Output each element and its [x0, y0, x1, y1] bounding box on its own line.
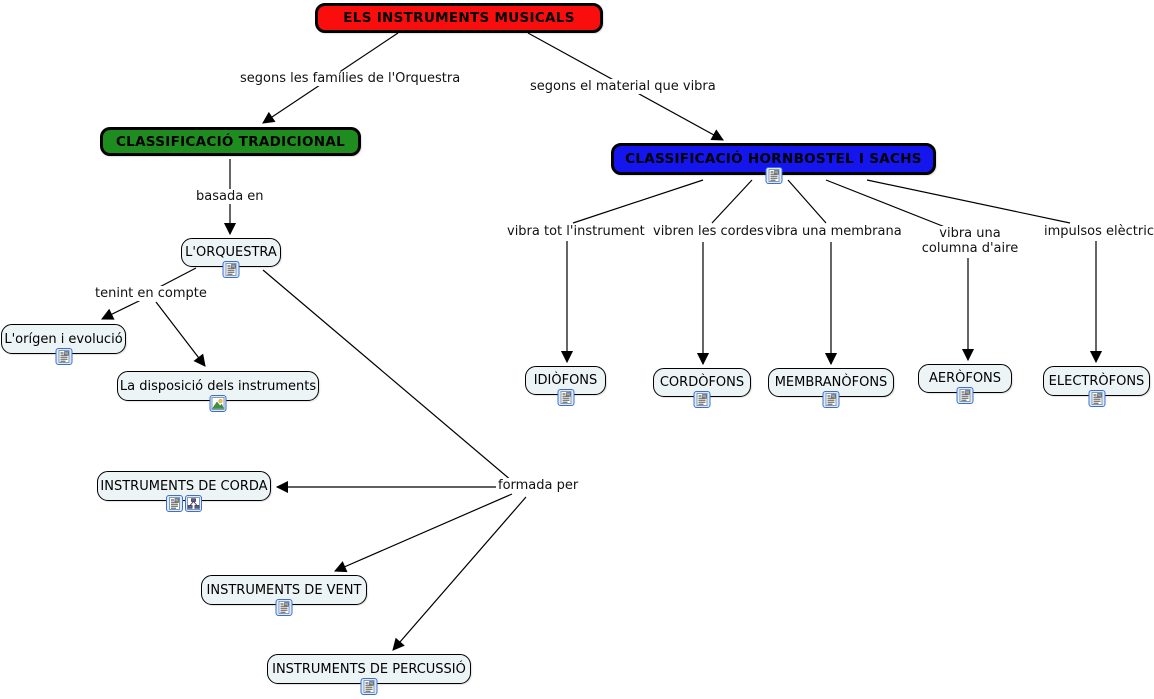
node-label: INSTRUMENTS DE PERCUSSIÓ: [272, 661, 466, 677]
connector: [787, 179, 827, 224]
text-document-resource-icon[interactable]: [823, 391, 840, 408]
node-classificacio-tradicional[interactable]: CLASSIFICACIÓ TRADICIONAL: [100, 127, 361, 156]
node-cordofons[interactable]: CORDÒFONS: [653, 368, 751, 397]
linking-phrase-vibra-columna[interactable]: vibra una columna d'aire: [911, 226, 1029, 256]
node-label: ELS INSTRUMENTS MUSICALS: [343, 10, 575, 26]
connector: [262, 269, 513, 482]
node-orquestra[interactable]: L'ORQUESTRA: [181, 238, 281, 267]
text-document-resource-icon[interactable]: [557, 389, 574, 406]
node-label: ELECTRÒFONS: [1048, 373, 1145, 389]
node-instruments-de-corda[interactable]: INSTRUMENTS DE CORDA: [97, 471, 271, 501]
node-disposicio-instruments[interactable]: La disposició dels instruments: [117, 371, 319, 401]
node-instruments-de-percussio[interactable]: INSTRUMENTS DE PERCUSSIÓ: [267, 654, 471, 684]
linking-phrase-tenint-en-compte[interactable]: tenint en compte: [93, 286, 207, 301]
node-idiofons[interactable]: IDIÒFONS: [525, 366, 606, 395]
linking-phrase-vibra-tot[interactable]: vibra tot l'instrument: [505, 224, 645, 239]
node-label: AERÒFONS: [928, 371, 1002, 386]
node-label: CLASSIFICACIÓ TRADICIONAL: [115, 133, 346, 150]
node-label: MEMBRANÒFONS: [774, 375, 888, 390]
image-resource-icon[interactable]: [210, 395, 227, 412]
text-document-resource-icon[interactable]: [166, 495, 183, 512]
node-label: L'ORQUESTRA: [185, 245, 277, 260]
text-document-resource-icon[interactable]: [361, 678, 378, 695]
text-document-resource-icon[interactable]: [223, 261, 240, 278]
connector: [866, 179, 1071, 224]
node-label: La disposició dels instruments: [119, 378, 317, 394]
connector: [825, 179, 951, 230]
linking-phrase-basada-en[interactable]: basada en: [194, 189, 264, 204]
connector: [572, 179, 704, 224]
connector: [155, 301, 206, 367]
linking-phrase-vibra-membrana[interactable]: vibra una membrana: [763, 224, 902, 239]
node-origen-evolucio[interactable]: L'orígen i evolució: [1, 324, 126, 354]
node-label: CORDÒFONS: [659, 375, 745, 390]
node-label: INSTRUMENTS DE CORDA: [100, 478, 268, 494]
node-label: L'orígen i evolució: [4, 331, 123, 347]
text-document-resource-icon[interactable]: [957, 387, 974, 404]
text-document-resource-icon[interactable]: [694, 391, 711, 408]
linking-phrase-families[interactable]: segons les famílies de l'Orquestra: [238, 71, 461, 86]
node-classificacio-hornbostel-sachs[interactable]: CLASSIFICACIÓ HORNBOSTEL I SACHS: [611, 143, 936, 175]
node-els-instruments-musicals[interactable]: ELS INSTRUMENTS MUSICALS: [315, 3, 603, 33]
text-document-resource-icon[interactable]: [276, 599, 293, 616]
linking-phrase-vibren-cordes[interactable]: vibren les cordes: [651, 224, 764, 239]
node-label: IDIÒFONS: [533, 373, 598, 388]
node-membranofons[interactable]: MEMBRANÒFONS: [768, 368, 894, 397]
node-label: INSTRUMENTS DE VENT: [206, 582, 362, 598]
linking-phrase-formada-per[interactable]: formada per: [496, 478, 580, 493]
connector: [101, 299, 142, 320]
concept-map-resource-icon[interactable]: [185, 495, 202, 512]
connector: [392, 496, 527, 651]
node-electrofons[interactable]: ELECTRÒFONS: [1043, 366, 1150, 396]
node-instruments-de-vent[interactable]: INSTRUMENTS DE VENT: [201, 575, 367, 605]
linking-phrase-impulsos[interactable]: impulsos elèctrics: [1042, 224, 1154, 239]
text-document-resource-icon[interactable]: [1088, 390, 1105, 407]
connector: [711, 179, 753, 224]
connector: [333, 493, 513, 573]
text-document-resource-icon[interactable]: [55, 348, 72, 365]
node-label: CLASSIFICACIÓ HORNBOSTEL I SACHS: [625, 151, 922, 167]
linking-phrase-material[interactable]: segons el material que vibra: [528, 79, 716, 94]
node-aerofons[interactable]: AERÒFONS: [918, 364, 1012, 393]
text-document-resource-icon[interactable]: [765, 167, 782, 184]
